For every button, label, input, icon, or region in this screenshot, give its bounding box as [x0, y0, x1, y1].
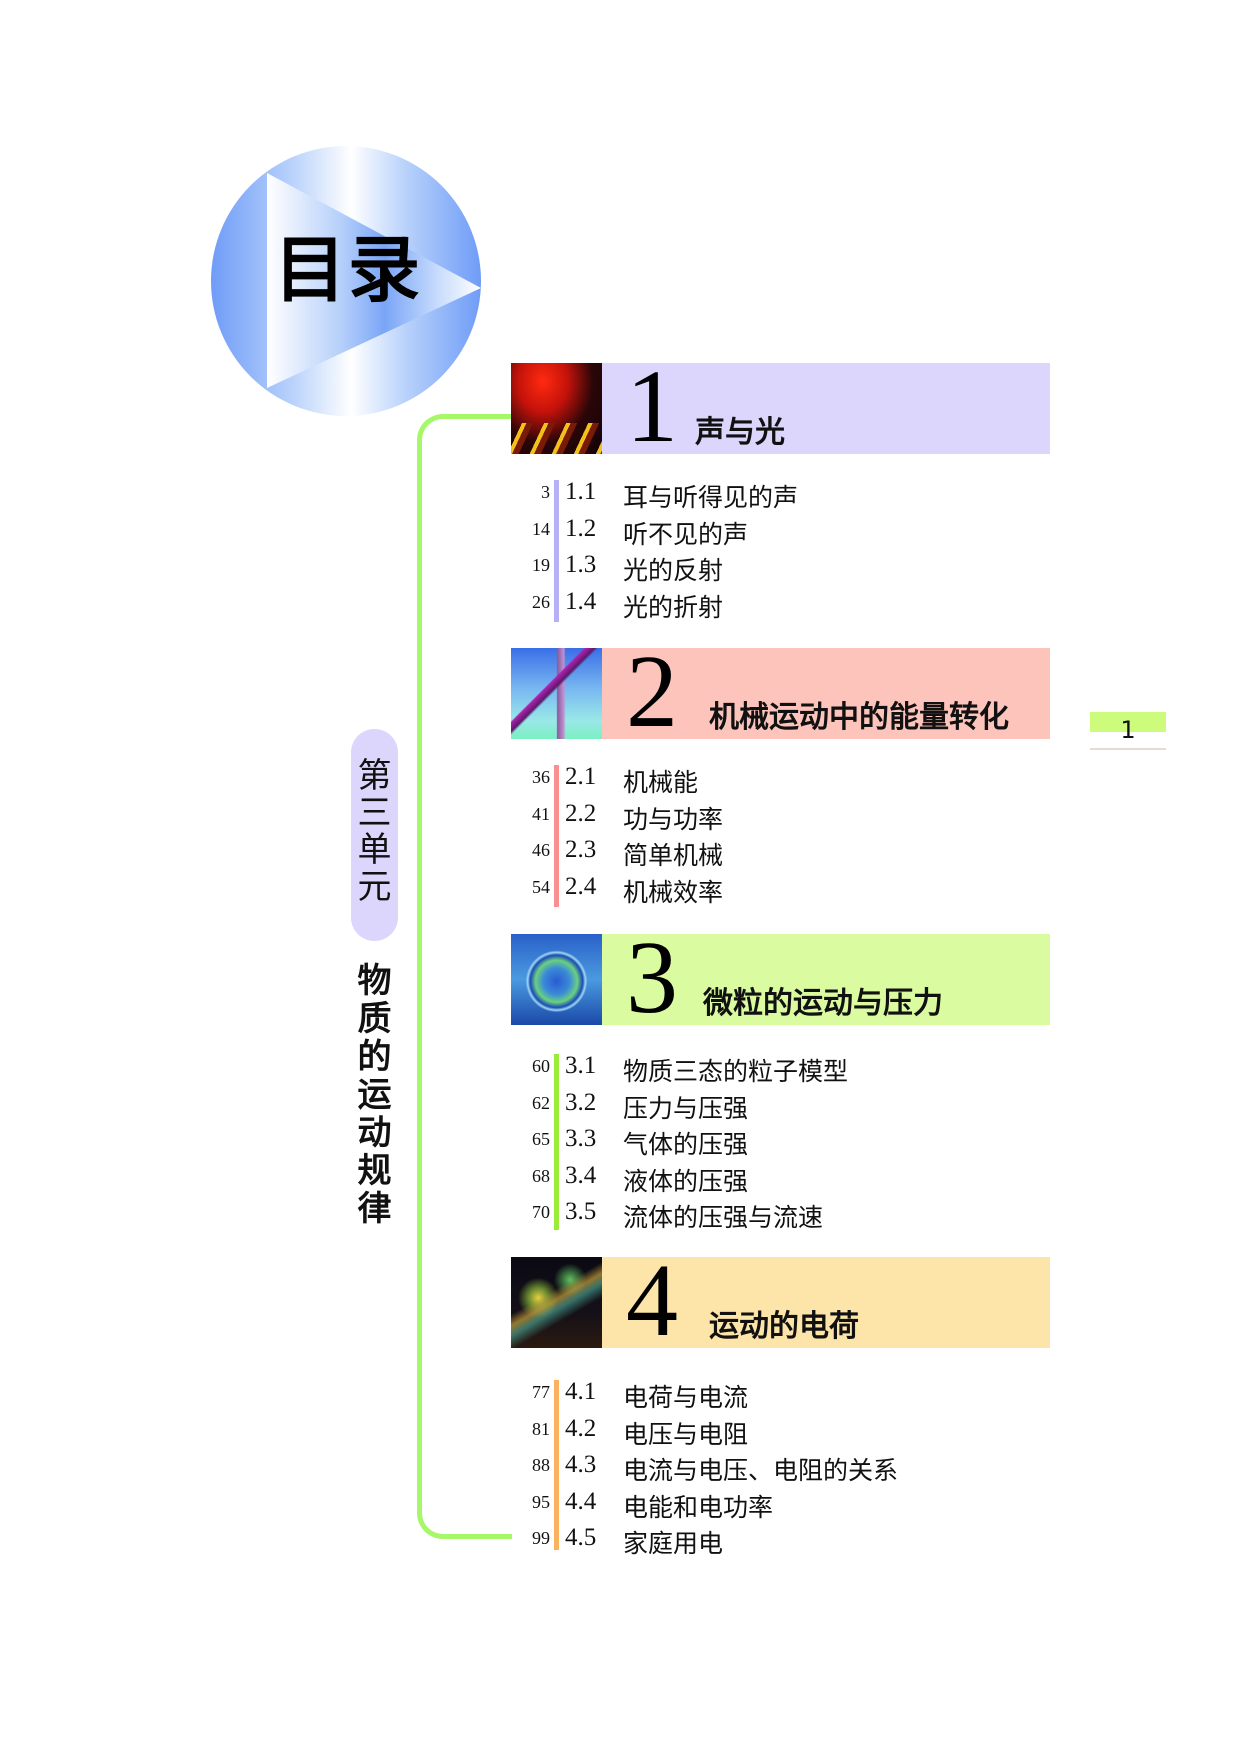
night-city-lights-image	[511, 1257, 602, 1348]
page-number: 68	[532, 1165, 550, 1186]
page-number: 46	[532, 840, 550, 860]
page-number: 14	[532, 518, 550, 539]
page-number: 19	[532, 555, 550, 575]
unit-label-char: 三	[357, 793, 392, 833]
section-number: 4.3	[565, 1451, 597, 1478]
section-title: 气体的压强	[623, 1130, 749, 1159]
chapter-2-header[interactable]: 2 机械运动中的能量转化	[511, 640, 1050, 744]
unit-pill	[351, 729, 398, 941]
chapter-4-header[interactable]: 4 运动的电荷	[511, 1249, 1050, 1353]
section-bar	[554, 480, 559, 622]
chapter-band	[602, 363, 1050, 454]
page-number: 70	[532, 1202, 550, 1222]
section-title: 光的折射	[623, 592, 724, 622]
section-title: 电流与电压、电阻的关系	[623, 1456, 899, 1485]
section-title: 光的反射	[623, 556, 724, 585]
chapter-band	[602, 934, 1050, 1025]
unit-title-char: 质	[357, 999, 392, 1039]
section-title: 物质三态的粒子模型	[623, 1057, 849, 1086]
page-title: 目录	[274, 227, 423, 312]
page-number: 99	[532, 1528, 550, 1548]
chapter-number: 1	[626, 349, 678, 464]
page-number: 81	[532, 1418, 550, 1439]
chapter-title: 运动的电荷	[709, 1309, 859, 1344]
unit-title-char: 的	[357, 1037, 392, 1077]
chapter-title: 机械运动中的能量转化	[709, 700, 1009, 735]
page-number-indicator: 1	[1120, 716, 1136, 744]
toc-logo: 目录	[211, 146, 481, 416]
section-title: 家庭用电	[623, 1529, 724, 1558]
globe-blue-image	[511, 934, 602, 1025]
bracket-line	[417, 414, 512, 1539]
section-number: 3.5	[565, 1198, 597, 1225]
page-number: 54	[532, 876, 550, 897]
play-triangle-icon	[267, 173, 481, 388]
section-number: 1.4	[565, 587, 597, 615]
section-title: 电荷与电流	[623, 1383, 749, 1412]
page-number: 65	[532, 1129, 550, 1149]
section-number: 2.3	[565, 836, 597, 863]
section-number: 4.4	[565, 1487, 597, 1515]
section-number: 3.4	[565, 1161, 597, 1189]
page-number: 41	[532, 803, 550, 824]
section-number: 1.1	[565, 478, 597, 505]
page-tab	[1090, 712, 1166, 732]
unit-title-char: 律	[357, 1189, 392, 1229]
chapter-title: 声与光	[695, 415, 785, 450]
page-number: 60	[532, 1056, 550, 1076]
chapter-number: 2	[626, 634, 678, 749]
section-number: 4.1	[565, 1378, 597, 1405]
red-dark-abstract-image	[511, 363, 602, 454]
unit-label-char: 单	[357, 830, 392, 870]
page-number: 62	[532, 1092, 550, 1113]
section-number: 3.2	[565, 1088, 597, 1116]
page-number: 88	[532, 1455, 550, 1475]
section-title: 液体的压强	[623, 1166, 749, 1196]
chapter-band	[602, 648, 1050, 739]
chapter-number: 4	[626, 1243, 678, 1358]
section-bar	[554, 765, 559, 907]
page-tab-rule	[1090, 748, 1166, 750]
section-title: 功与功率	[623, 804, 724, 834]
chapter-3-header[interactable]: 3 微粒的运动与压力	[511, 926, 1050, 1030]
page-number: 3	[541, 482, 550, 502]
unit-label-char: 第	[357, 756, 392, 796]
page-number: 36	[532, 767, 550, 787]
section-title: 压力与压强	[623, 1093, 749, 1123]
chapter-number: 3	[626, 920, 678, 1035]
unit-label-char: 元	[357, 867, 392, 907]
section-title: 耳与听得见的声	[623, 483, 799, 512]
unit-label: 第 三 单 元	[351, 758, 398, 906]
section-number: 2.1	[565, 763, 597, 790]
section-title: 机械效率	[623, 877, 724, 907]
section-title: 简单机械	[623, 841, 724, 870]
unit-title: 物 质 的 运 动 规 律	[351, 962, 398, 1228]
section-number: 1.2	[565, 514, 597, 542]
section-title: 流体的压强与流速	[623, 1203, 824, 1232]
chapter-title: 微粒的运动与压力	[703, 986, 943, 1021]
section-number: 2.2	[565, 799, 597, 827]
section-number: 3.3	[565, 1125, 597, 1152]
page-number: 95	[532, 1491, 550, 1512]
section-title: 听不见的声	[623, 519, 749, 549]
section-title: 机械能	[623, 768, 699, 797]
chapter-band	[602, 1257, 1050, 1348]
unit-title-char: 物	[357, 961, 392, 1001]
section-bar	[554, 1054, 559, 1230]
unit-title-char: 规	[357, 1151, 392, 1191]
section-number: 1.3	[565, 551, 597, 578]
unit-title-char: 动	[357, 1113, 392, 1153]
unit-title-char: 运	[357, 1075, 392, 1115]
section-number: 4.2	[565, 1414, 597, 1442]
section-title: 电能和电功率	[623, 1492, 774, 1522]
crane-sky-image	[511, 648, 602, 739]
section-bar	[554, 1380, 559, 1550]
chapter-1-header[interactable]: 1 声与光	[511, 355, 1050, 459]
page-number: 26	[532, 591, 550, 612]
page-number: 77	[532, 1382, 550, 1402]
section-number: 3.1	[565, 1052, 597, 1079]
section-number: 2.4	[565, 872, 597, 900]
section-number: 4.5	[565, 1524, 597, 1551]
section-title: 电压与电阻	[623, 1419, 749, 1449]
